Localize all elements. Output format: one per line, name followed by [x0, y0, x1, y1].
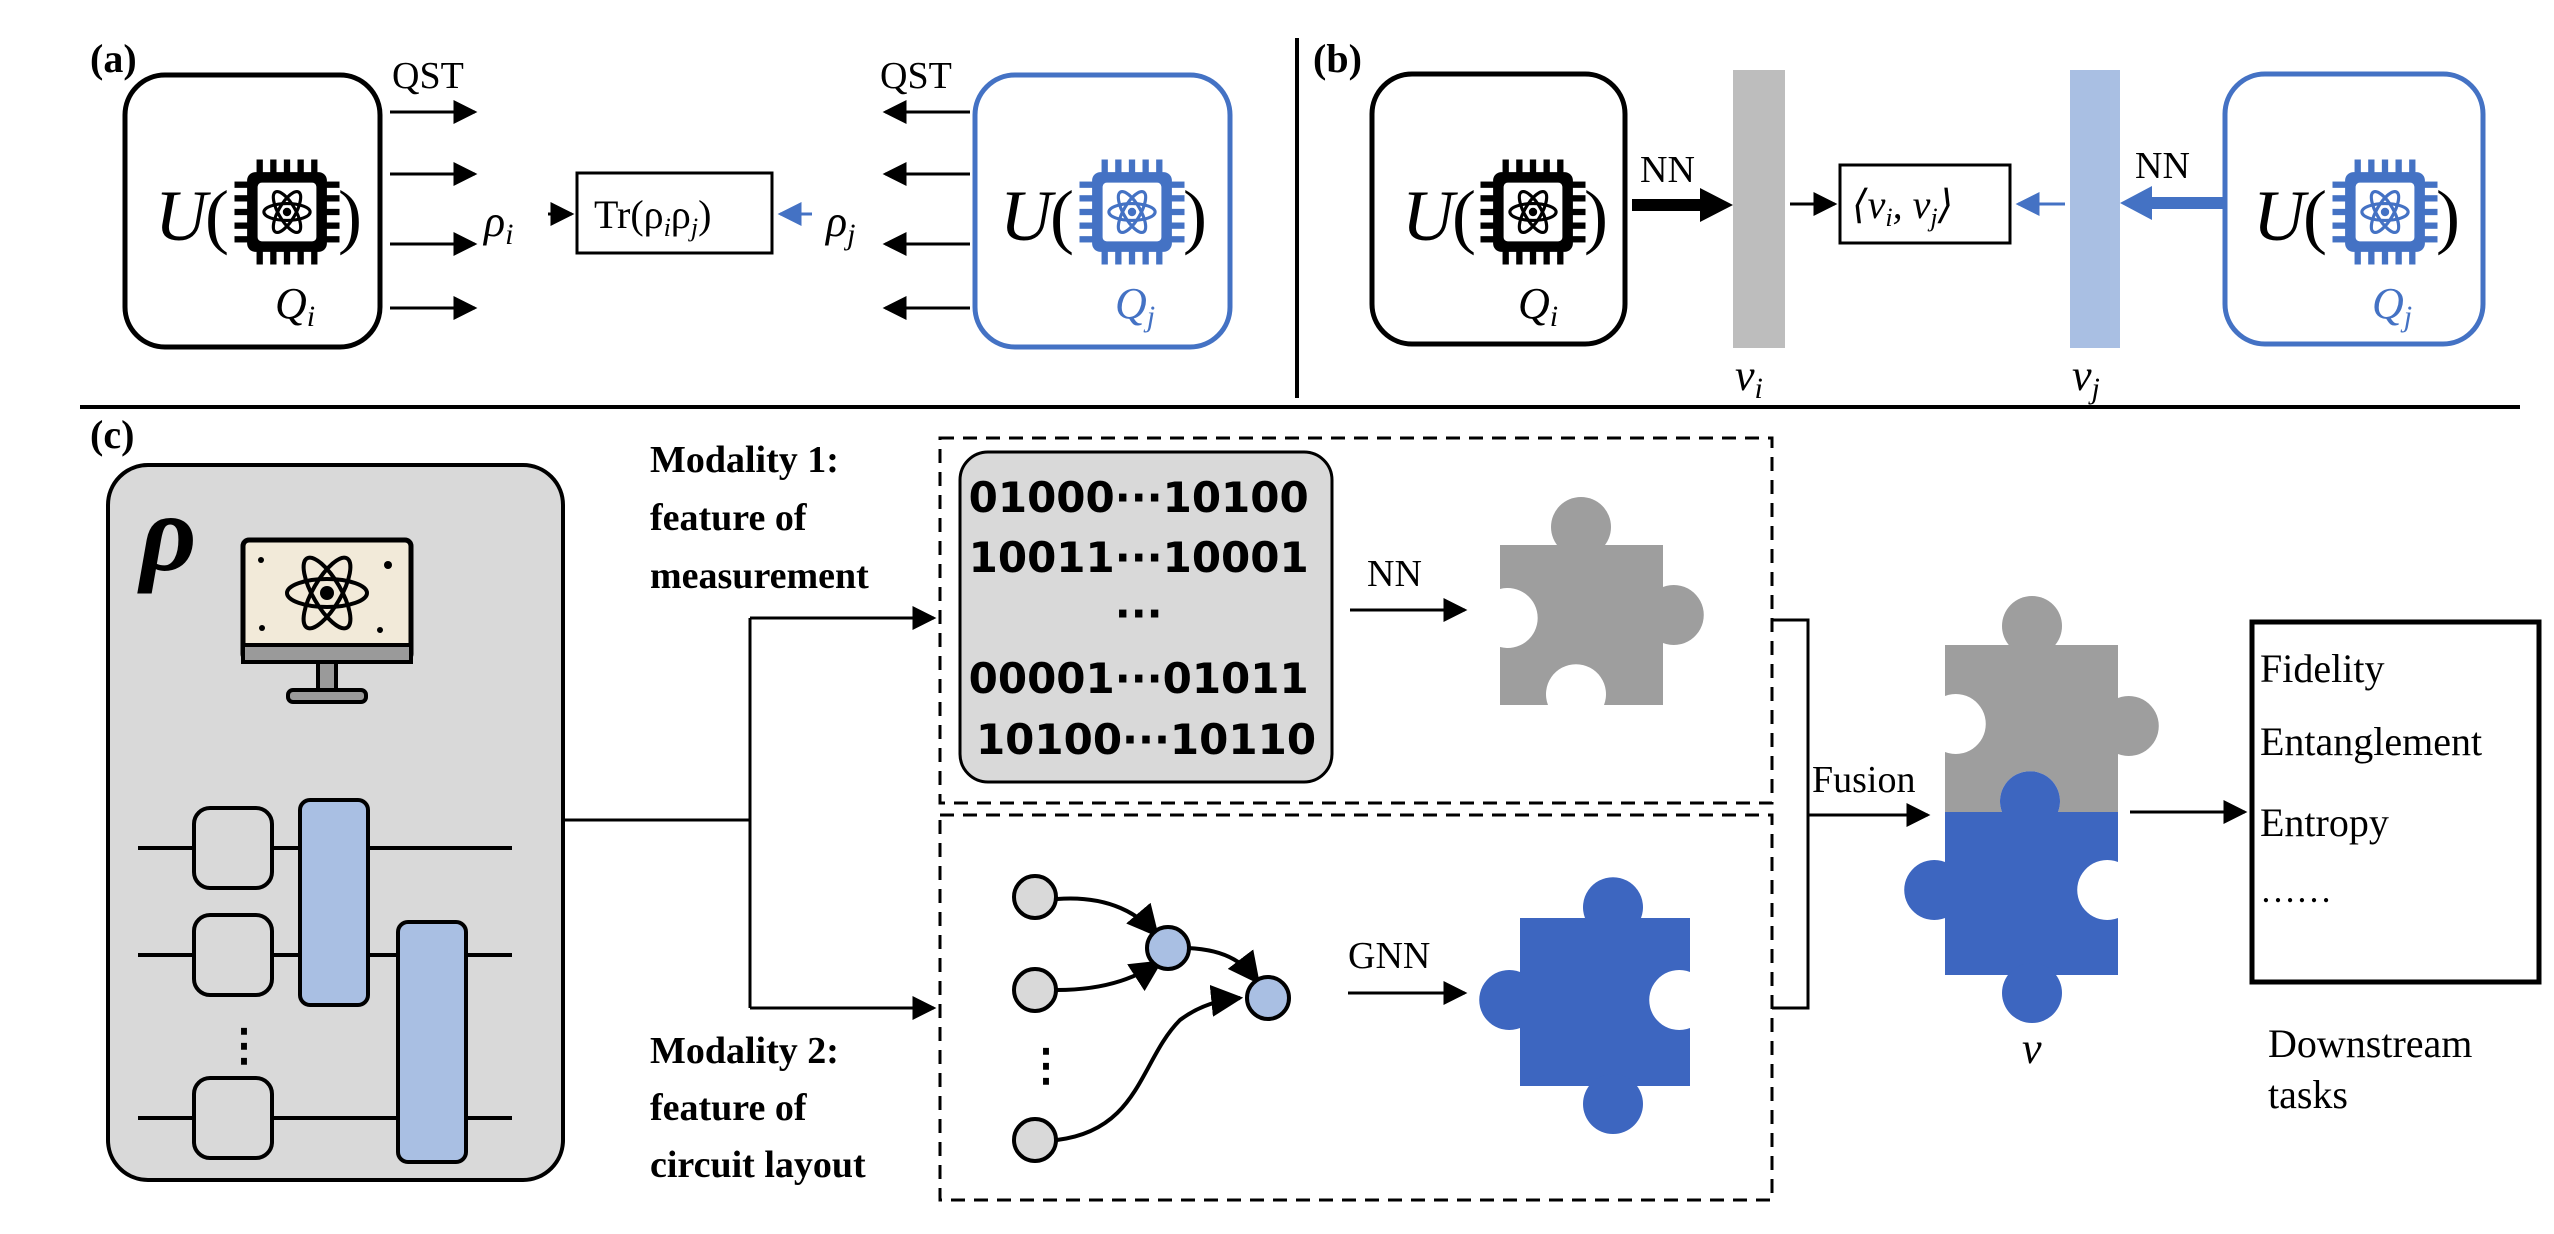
- circuit-box-left: [122, 72, 383, 350]
- circuit-box-right: [972, 72, 1233, 350]
- gate-two-qubit: [298, 798, 370, 1007]
- rho-symbol: ρ: [137, 472, 197, 594]
- unitary-right-b: U: [2253, 176, 2309, 256]
- qst-left-label: QST: [392, 55, 464, 97]
- quantum-chip-icon: [1481, 160, 1586, 265]
- task-fidelity: Fidelity: [2260, 646, 2384, 691]
- quantum-chip-icon: [2333, 160, 2438, 265]
- paren-close-right-b: ): [2436, 176, 2460, 256]
- measurement-box: [958, 450, 1334, 784]
- nn-left-label: NN: [1640, 149, 1695, 191]
- circuit-box-right-b: [2222, 71, 2486, 347]
- nn-right-label: NN: [2135, 145, 2190, 187]
- panel-b: (b) U ( ) Qi NN vi ⟨vi, vj⟩ vj NN U ( ) …: [1313, 36, 2486, 405]
- paren-close-left: ): [338, 176, 362, 256]
- paren-close-right: ): [1183, 176, 1207, 256]
- graph-vdots: ⋮: [1024, 1041, 1068, 1090]
- graph-node: [1012, 967, 1058, 1013]
- vector-right-label: vj: [2072, 351, 2100, 405]
- task-entanglement: Entanglement: [2260, 719, 2482, 764]
- puzzle-piece-icon: [1500, 497, 1704, 705]
- task-more: ……: [2260, 870, 2332, 910]
- rho-right: ρj: [824, 197, 855, 251]
- fused-vector-label: v: [2022, 1024, 2042, 1073]
- qubit-set-left: Qi: [275, 279, 315, 333]
- modality-1-title: Modality 1: feature of measurement: [650, 439, 869, 597]
- paren-close-left-b: ): [1584, 176, 1608, 256]
- nn-arrow-right-head: [2120, 186, 2152, 220]
- paren-open-left: (: [205, 176, 229, 256]
- inner-product-box: [1838, 163, 2012, 245]
- qubit-set-left-b: Qi: [1518, 279, 1558, 333]
- trace-formula: Tr(ρiρj): [594, 192, 711, 242]
- graph-node: [1145, 925, 1191, 971]
- quantum-chip-icon: [235, 160, 340, 265]
- task-entropy: Entropy: [2260, 800, 2389, 845]
- unitary-left-b: U: [1402, 176, 1458, 256]
- graph-diagram: ⋮: [1012, 874, 1291, 1163]
- graph-node: [1012, 874, 1058, 920]
- panel-a: (a) U ( ) Qi QST ρi Tr(ρiρj) ρj QST U (: [90, 36, 1233, 350]
- panel-c: (c) ρ: [90, 412, 2542, 1202]
- circuit-box-left-b: [1369, 71, 1628, 347]
- unitary-right: U: [1000, 176, 1056, 256]
- unitary-left: U: [155, 176, 211, 256]
- panel-c-label: (c): [90, 412, 134, 457]
- rho-left: ρi: [482, 197, 513, 251]
- vector-bar-left: [1733, 70, 1785, 348]
- circuit-diagram: [138, 798, 512, 1164]
- gate-single: [192, 806, 274, 890]
- paren-open-right-b: (: [2303, 176, 2327, 256]
- downstream-tasks-label: Downstream tasks: [2268, 1021, 2482, 1117]
- paren-open-right: (: [1050, 176, 1074, 256]
- paren-open-left-b: (: [1452, 176, 1476, 256]
- graph-node: [1245, 975, 1291, 1021]
- nn-label-c: NN: [1367, 553, 1422, 595]
- circuit-vdots: ⋮: [222, 1021, 266, 1070]
- atom-monitor-icon: [240, 537, 414, 704]
- quantum-chip-icon: [1080, 160, 1185, 265]
- tasks-box: [2249, 619, 2542, 985]
- panel-b-label: (b): [1313, 36, 1362, 81]
- measurement-bitstrings: 01000···10100 10011···10001 ··· 00001···…: [969, 473, 1324, 764]
- gnn-label: GNN: [1348, 935, 1430, 977]
- graph-node: [1012, 1117, 1058, 1163]
- puzzle-piece-icon: [1479, 877, 1690, 1134]
- trace-box: [575, 171, 774, 255]
- vector-bar-right: [2070, 70, 2120, 348]
- vector-left-label: vi: [1735, 351, 1763, 405]
- puzzle-piece-icon: [1904, 596, 2159, 1023]
- gate-single: [192, 1076, 274, 1160]
- inner-product-formula: ⟨vi, vj⟩: [1852, 182, 1953, 232]
- qst-right-label: QST: [880, 55, 952, 97]
- qubit-set-right-b: Qj: [2372, 279, 2412, 333]
- qubit-set-right: Qj: [1115, 279, 1155, 333]
- fusion-label: Fusion: [1812, 759, 1915, 801]
- nn-arrow-left-head: [1700, 188, 1733, 222]
- modality-2-title: Modality 2: feature of circuit layout: [650, 1030, 866, 1186]
- panel-a-label: (a): [90, 36, 137, 81]
- gate-single: [192, 913, 274, 997]
- gate-two-qubit: [396, 920, 468, 1164]
